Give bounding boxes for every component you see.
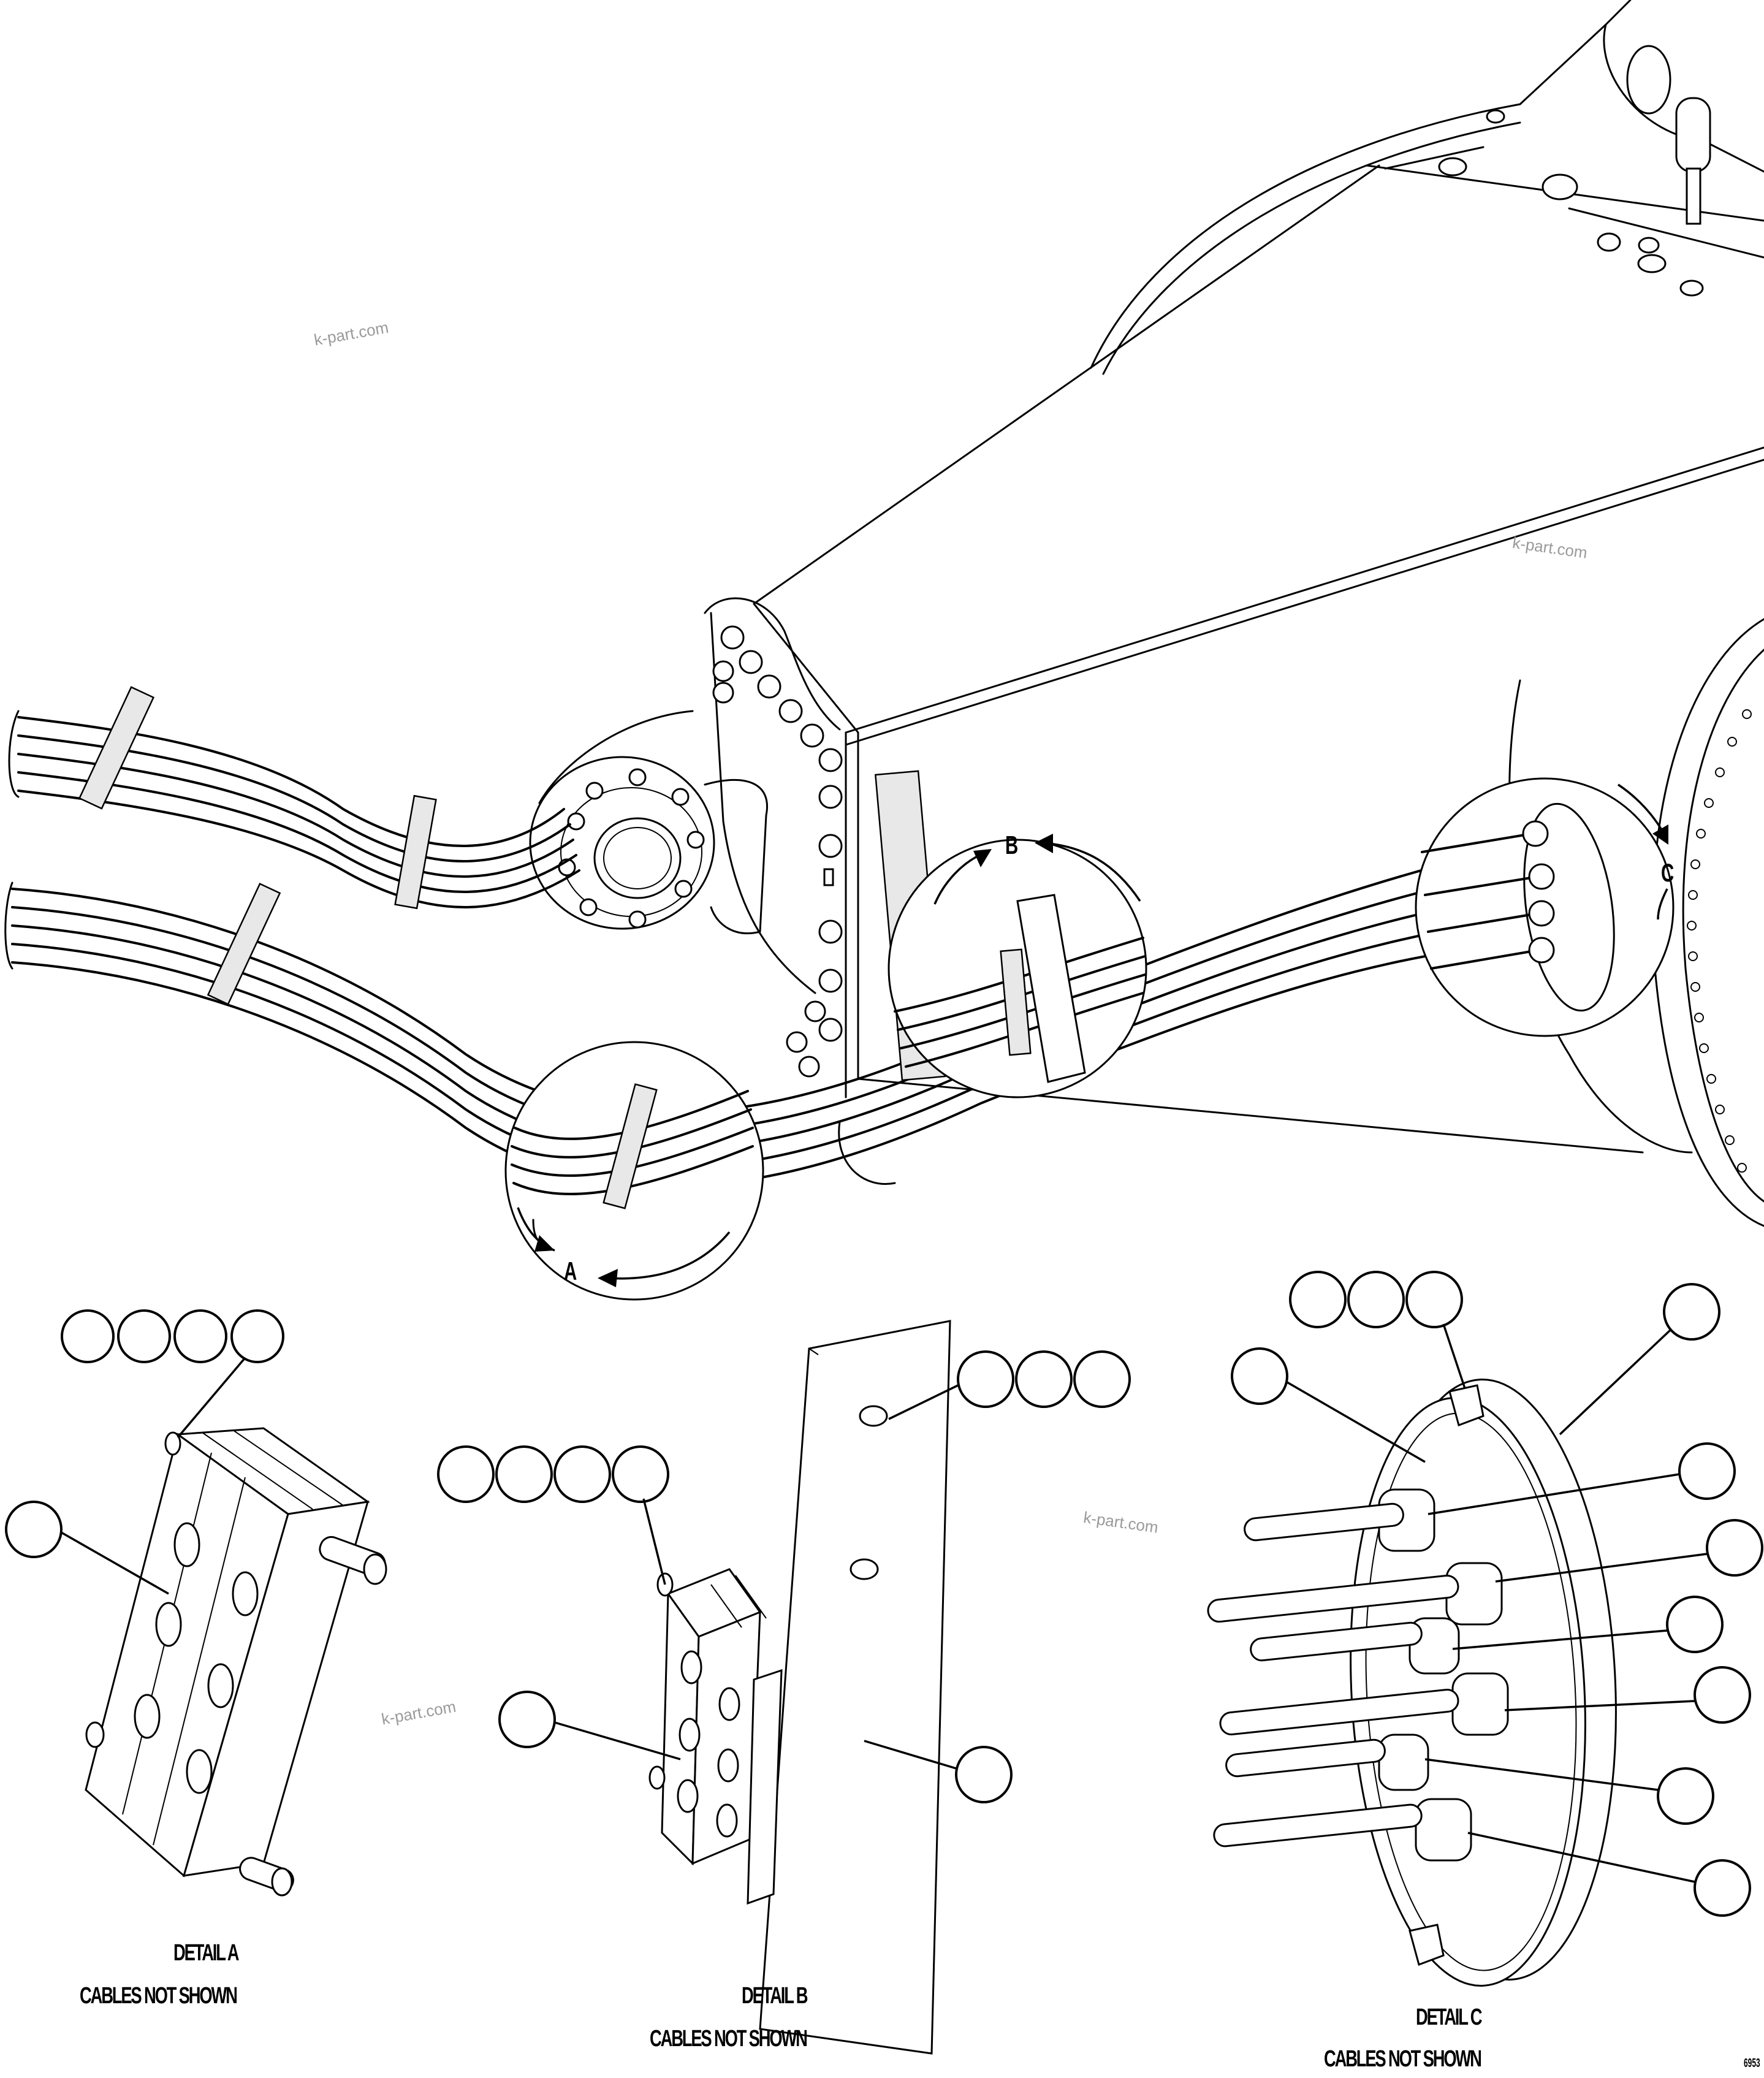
cable-holes: [677, 1650, 740, 1838]
cable-stubs: [1207, 1502, 1459, 1848]
tank-fittings: [1438, 109, 1704, 297]
lifting-eye: [1626, 45, 1671, 115]
callout-label-c: C: [1661, 858, 1674, 887]
detail-c-circle: [1415, 777, 1675, 1037]
detail-a-circle: [504, 1041, 764, 1301]
detail-a-drawing: [5, 1309, 387, 1897]
callout-arrows: [517, 783, 1668, 1287]
grease-fitting: [823, 868, 834, 886]
detail-b-title: DETAIL B: [742, 1983, 808, 2009]
flange-bolts: [558, 768, 705, 929]
detail-c-drawing: [1207, 1271, 1763, 1987]
boom-assembly: [529, 0, 1764, 1227]
callout-label-b: B: [1005, 831, 1018, 859]
mounting-plate: [1016, 894, 1086, 1083]
drawing-reference: 6953: [1744, 2057, 1760, 2070]
detail-b-drawing: [437, 1320, 1131, 2055]
detail-c-title: DETAIL C: [1416, 2004, 1483, 2030]
upper-cable-harness: [8, 710, 580, 908]
detail-a-note: CABLES NOT SHOWN: [80, 1983, 238, 2009]
pivot-bore: [593, 817, 682, 899]
edge-bolts: [712, 625, 843, 1078]
detail-c-note: CABLES NOT SHOWN: [1324, 2046, 1482, 2072]
detail-a-title: DETAIL A: [173, 1940, 239, 1966]
drum-bolt-holes: [1687, 709, 1752, 1173]
breather-cap: [1675, 97, 1711, 173]
detail-b-note: CABLES NOT SHOWN: [650, 2026, 808, 2052]
callout-label-a: A: [564, 1257, 577, 1285]
breather-stem: [1686, 167, 1701, 225]
cable-glands: [1378, 1488, 1509, 1862]
cable-holes: [134, 1522, 259, 1794]
detail-b-circle: [888, 839, 1147, 1098]
